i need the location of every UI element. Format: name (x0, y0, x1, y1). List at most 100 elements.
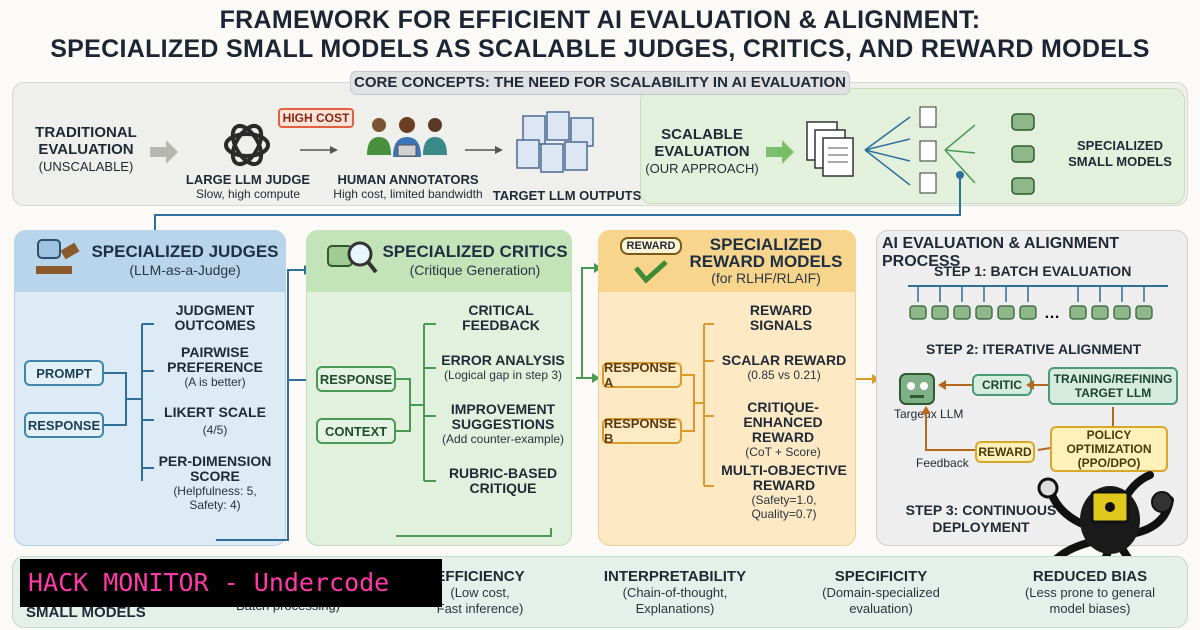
batch-robot-icon (1135, 286, 1153, 320)
llm-judge-sub: Slow, high compute (195, 187, 301, 201)
step1-label: STEP 1: BATCH EVALUATION (934, 263, 1132, 279)
reward-item-2-title1: CRITIQUE-ENHANCED (743, 399, 823, 430)
reward-title-2: REWARD MODELS (689, 252, 843, 271)
benefit-efficiency-title: EFFICIENCY (435, 568, 525, 585)
training-line1: TRAINING/REFINING (1053, 372, 1173, 386)
hack-monitor-banner: HACK MONITOR - Undercode (20, 559, 442, 607)
benefit-bias-title: REDUCED BIAS (1032, 568, 1148, 585)
document-stack-icon (516, 111, 594, 173)
reward-item-3-sub1: (Safety=1.0, (751, 493, 817, 507)
batch-robot-icon (975, 286, 993, 320)
title-line-1: FRAMEWORK FOR EFFICIENT AI EVALUATION & … (219, 6, 981, 34)
judge-item-2-title: LIKERT SCALE (164, 404, 266, 420)
benefit-specificity-title: SPECIFICITY (834, 568, 928, 585)
target-outputs-label: TARGET LLM OUTPUTS (492, 188, 642, 203)
input-prompt: PROMPT (24, 360, 104, 386)
benefit-interpretability-title: INTERPRETABILITY (603, 568, 747, 585)
high-cost-badge: HIGH COST (278, 108, 354, 128)
reward-item-3-title2: REWARD (752, 477, 816, 493)
target-llm-robot-icon (899, 373, 935, 405)
title-line-2: SPECIALIZED SMALL MODELS AS SCALABLE JUD… (50, 35, 1150, 63)
annotators-title: HUMAN ANNOTATORS (337, 172, 479, 187)
batch-robot-icon (1069, 286, 1087, 320)
ellipsis-icon: … (1044, 305, 1060, 322)
reward-item-1-sub: (0.85 vs 0.21) (747, 368, 821, 382)
outcomes-title-1: JUDGMENT (175, 302, 255, 318)
training-box: TRAINING/REFINING TARGET LLM (1048, 367, 1178, 405)
feedback-label: Feedback (916, 456, 969, 470)
traditional-title-1: TRADITIONAL (35, 124, 137, 141)
critic-item-3-title1: RUBRIC-BASED (448, 465, 558, 481)
reward-item-1-title: SCALAR REWARD (721, 352, 847, 368)
process-title: AI EVALUATION & ALIGNMENT PROCESS (882, 235, 1120, 270)
critic-item-3-title2: CRITIQUE (469, 480, 537, 496)
magnifier-robot-icon (327, 241, 378, 274)
batch-robot-icon (1019, 286, 1037, 320)
step3-line1: STEP 3: CONTINUOUS (905, 502, 1057, 518)
fan-out-arrows (864, 106, 976, 194)
policy-line1: POLICY (1086, 428, 1132, 442)
arrow-right-icon (465, 146, 503, 154)
gavel-robot-icon (36, 239, 80, 274)
input-response: RESPONSE (24, 412, 104, 438)
batch-robot-icon (1113, 286, 1131, 320)
scalable-sub: (OUR APPROACH) (645, 161, 759, 176)
openai-logo-icon (224, 124, 270, 166)
training-line2: TARGET LLM (1074, 386, 1152, 400)
reward-sub: (for RLHF/RLAIF) (711, 270, 821, 286)
flow-arrow (576, 263, 602, 383)
benefit-specificity-sub2: evaluation) (849, 601, 913, 616)
small-models-line2: SMALL MODELS (1068, 154, 1172, 169)
reward-bracket (682, 323, 714, 487)
input-response: RESPONSE (316, 366, 396, 392)
judge-item-3-sub2: Safety: 4) (189, 498, 241, 512)
batch-robot-icon (909, 286, 927, 320)
outcomes-title-2: OUTCOMES (174, 317, 256, 333)
human-annotators-icon (367, 117, 447, 157)
batch-evaluation-robots: … (908, 285, 1168, 322)
arrow-right-icon (766, 140, 794, 164)
critic-item-2-sub: (Add counter-example) (441, 432, 565, 446)
scalable-title-1: SCALABLE (661, 126, 743, 143)
traditional-sub: (UNSCALABLE) (38, 159, 134, 174)
benefit-interpretability-sub2: Explanations) (635, 601, 715, 616)
document-stack-icon (806, 121, 854, 177)
benefit-interpretability-sub1: (Chain-of-thought, (622, 585, 728, 600)
judge-item-2-sub: (4/5) (202, 423, 228, 437)
reward-item-2-sub: (CoT + Score) (745, 445, 821, 459)
judge-item-3-title1: PER-DIMENSION (158, 453, 272, 469)
benefit-specificity-sub1: (Domain-specialized (822, 585, 940, 600)
critic-item-1-sub: (Logical gap in step 3) (443, 368, 563, 382)
input-context: CONTEXT (316, 418, 396, 444)
policy-line3: (PPO/DPO) (1077, 456, 1141, 470)
critic-item-1-title: ERROR ANALYSIS (441, 352, 565, 368)
feedback-title-2: FEEDBACK (462, 317, 540, 333)
reward-item-3-title1: MULTI-OBJECTIVE (721, 462, 847, 478)
robot-icons (1011, 113, 1035, 195)
judge-item-3-sub1: (Helpfulness: 5, (173, 484, 257, 498)
critics-bracket (396, 323, 552, 537)
judge-item-1-title2: PREFERENCE (167, 359, 263, 375)
batch-robot-icon (931, 286, 949, 320)
feedback-title-1: CRITICAL (468, 302, 534, 318)
batch-robot-icon (997, 286, 1015, 320)
reward-item-2-title2: REWARD (751, 429, 815, 445)
connector-line (154, 171, 964, 230)
policy-line2: OPTIMIZATION (1066, 442, 1152, 456)
signals-title-2: SIGNALS (749, 317, 813, 333)
reward-box: REWARD (975, 441, 1035, 463)
traditional-title-2: EVALUATION (38, 141, 134, 158)
reward-badge: REWARD (620, 237, 682, 255)
critics-title: SPECIALIZED CRITICS (382, 242, 568, 261)
critics-sub: (Critique Generation) (409, 262, 541, 278)
input-response-a: RESPONSE A (602, 360, 682, 390)
benefit-efficiency-sub1: (Low cost, (450, 585, 510, 600)
judge-item-1-sub: (A is better) (184, 375, 246, 389)
critic-item-2-title1: IMPROVEMENT (450, 401, 556, 417)
judges-bracket (104, 323, 154, 481)
llm-judge-title: LARGE LLM JUDGE (185, 172, 311, 187)
scalable-panel (640, 88, 1185, 204)
small-models-line1: SPECIALIZED (1077, 138, 1163, 153)
step3-line2: DEPLOYMENT (932, 519, 1030, 535)
reward-title-1: SPECIALIZED (709, 235, 823, 254)
